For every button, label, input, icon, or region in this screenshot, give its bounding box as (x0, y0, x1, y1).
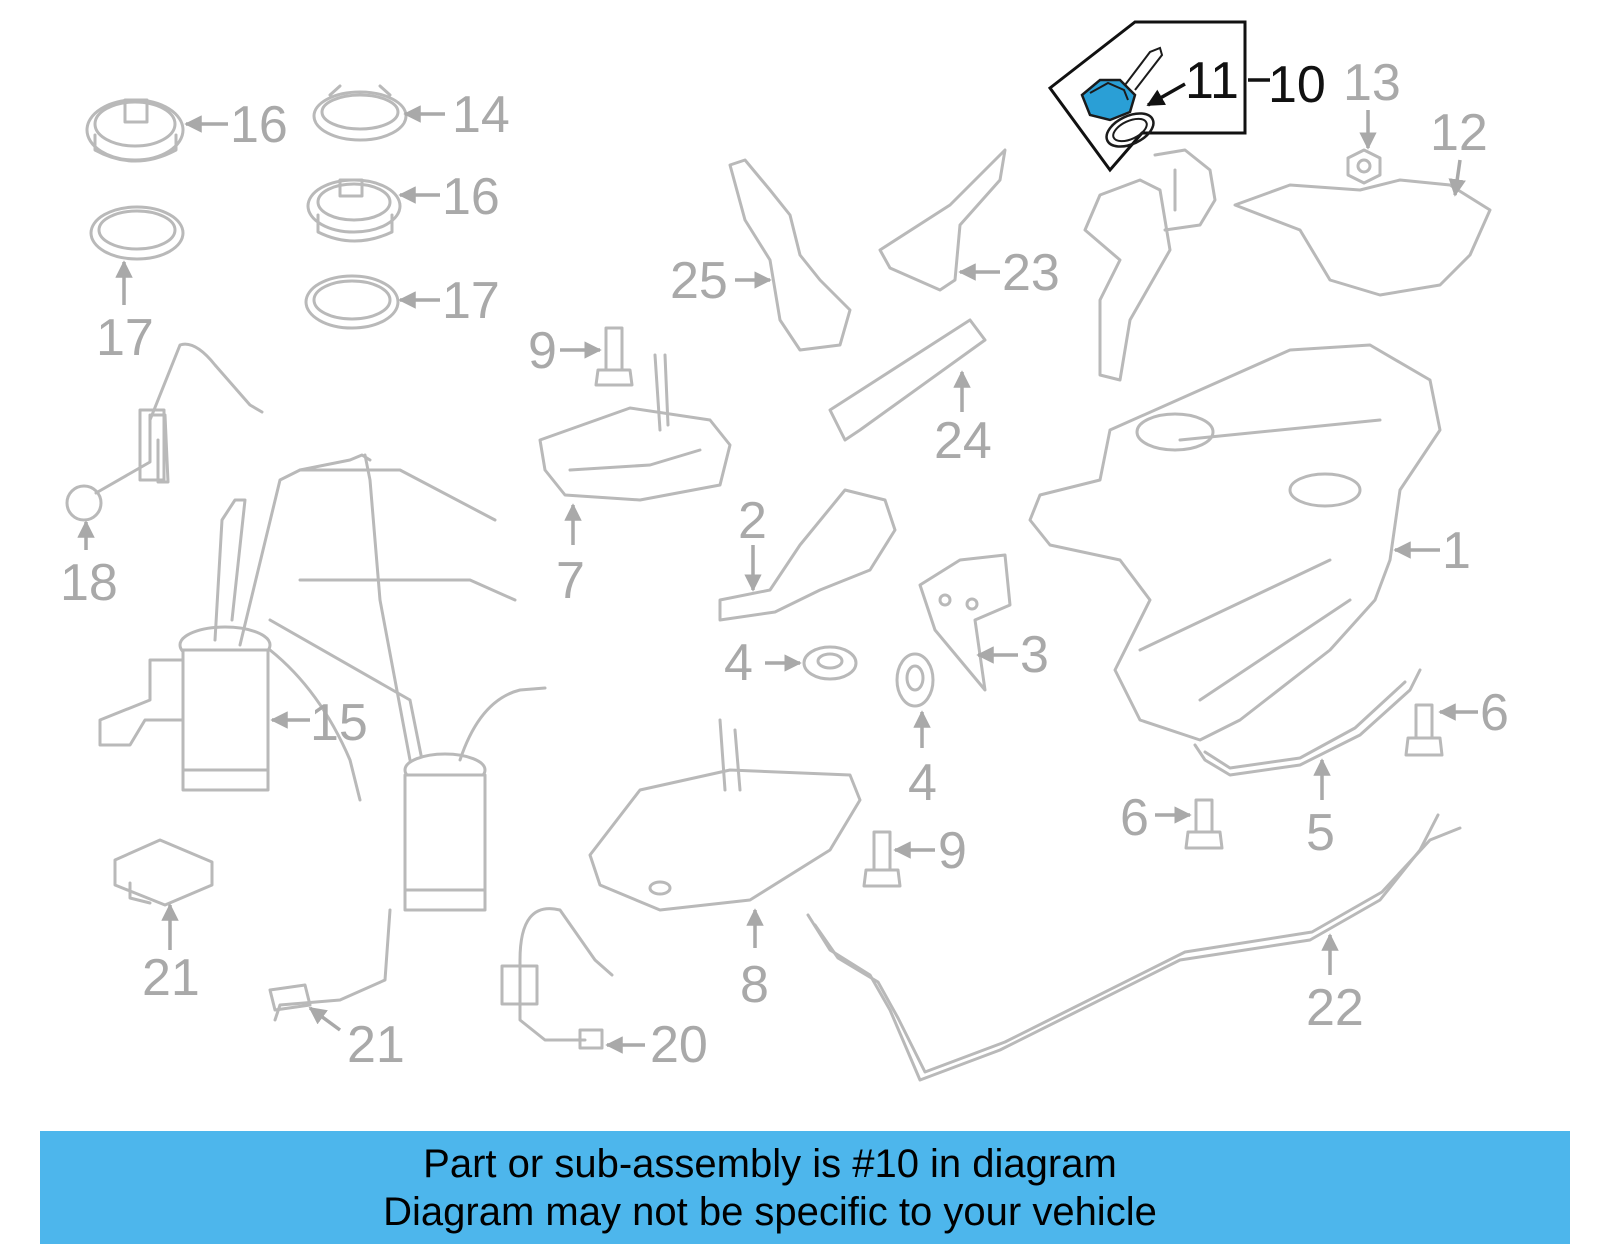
part-15-fuel-pump (98, 453, 517, 802)
callout-21: 21 (142, 949, 200, 1007)
callout-23: 23 (1002, 244, 1060, 302)
part-22-fuel-lines (806, 813, 1462, 1082)
filler-neck (1083, 148, 1217, 382)
callout-5: 5 (1306, 804, 1335, 862)
info-banner: Part or sub-assembly is #10 in diagram D… (40, 1131, 1570, 1244)
callout-25: 25 (670, 252, 728, 310)
callout-24: 24 (934, 412, 992, 470)
callout-12: 12 (1430, 104, 1488, 162)
callout-3: 3 (1020, 626, 1049, 684)
callout-10: 10 (1268, 56, 1326, 114)
part-9-bolt-lower (862, 830, 902, 888)
callout-8: 8 (740, 956, 769, 1014)
part-9-bolt-top (594, 326, 634, 387)
part-17-ring-mid (304, 274, 400, 330)
part-16-flange-top (85, 98, 185, 163)
banner-line-1: Part or sub-assembly is #10 in diagram (423, 1141, 1117, 1186)
part-5-strap (1193, 668, 1422, 777)
part-14-lock-ring (312, 84, 408, 142)
part-11-seal-ring (1105, 112, 1155, 148)
callout-22: 22 (1306, 979, 1364, 1037)
part-23-bracket (878, 148, 1007, 292)
callout-17-mid: 17 (442, 272, 500, 330)
part-4-grommet-b (895, 652, 935, 708)
banner-line-2: Diagram may not be specific to your vehi… (383, 1189, 1157, 1234)
part-6-bolt-lower (1184, 798, 1224, 850)
callout-1: 1 (1442, 522, 1471, 580)
part-15-fuel-pump-2 (273, 453, 547, 1022)
callout-4-left: 4 (724, 634, 753, 692)
part-6-bolt-right (1404, 703, 1444, 757)
inset-frame (1047, 20, 1247, 173)
leader-arrows (77, 78, 1478, 1054)
callout-6-right: 6 (1480, 684, 1509, 742)
callout-7: 7 (556, 552, 585, 610)
callout-15: 15 (310, 694, 368, 752)
callout-18: 18 (60, 554, 118, 612)
part-10-fuel-cap (1080, 46, 1164, 122)
callout-6-lower: 6 (1120, 789, 1149, 847)
callout-9-lower: 9 (938, 822, 967, 880)
part-12-shield (1233, 178, 1492, 297)
callout-13: 13 (1343, 54, 1401, 112)
callout-16-top: 16 (230, 96, 288, 154)
callout-4-lower: 4 (908, 754, 937, 812)
part-2-heat-shield (718, 488, 897, 622)
part-1-fuel-tank (1028, 343, 1442, 742)
callout-17-left: 17 (96, 309, 154, 367)
callout-9-top: 9 (528, 322, 557, 380)
callout-2: 2 (738, 492, 767, 550)
part-3-shield (918, 553, 1012, 692)
part-8-shield (588, 718, 862, 912)
callout-16-mid: 16 (442, 168, 500, 226)
part-19-harness (500, 907, 614, 1050)
callout-20: 21 (347, 1016, 405, 1074)
callout-14: 14 (452, 86, 510, 144)
part-16-flange-mid (306, 178, 402, 243)
callout-11: 11 (1185, 52, 1239, 110)
part-18-level-sender (65, 342, 264, 522)
part-13-nut (1346, 148, 1382, 185)
part-20-clip (268, 983, 312, 1012)
part-25-bracket (728, 158, 852, 352)
part-21-module (113, 838, 214, 907)
part-4-grommet-a (802, 645, 858, 681)
part-24-rail (828, 318, 987, 442)
callout-19: 20 (650, 1016, 708, 1074)
part-7-shield (538, 353, 732, 502)
part-17-ring-left (89, 205, 185, 261)
